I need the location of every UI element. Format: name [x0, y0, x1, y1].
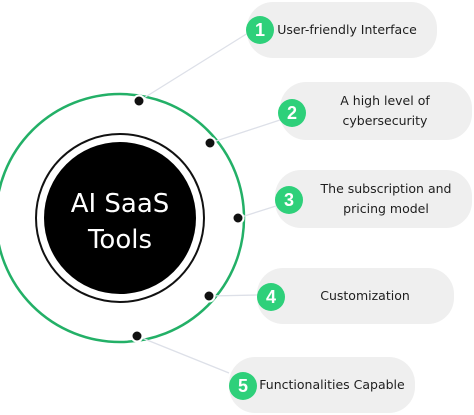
item-pill-2 — [280, 82, 472, 140]
connector-line-1 — [138, 32, 249, 102]
item-number-badge-2: 2 — [278, 99, 306, 127]
item-label-3-line-2: pricing model — [343, 201, 429, 216]
ring-dot-4 — [202, 289, 216, 303]
ring-dot-2 — [203, 136, 217, 150]
item-label-4-text: Customization — [320, 288, 410, 303]
item-pill-3 — [275, 170, 472, 228]
item-label-1: User-friendly Interface — [272, 2, 422, 58]
item-label-5-text: Functionalities Capable — [259, 377, 405, 392]
item-number-badge-3: 3 — [275, 186, 303, 214]
item-label-3: The subscription and pricing model — [306, 170, 466, 228]
item-number-badge-5: 5 — [229, 372, 257, 400]
item-label-2-line-2: cybersecurity — [342, 113, 428, 128]
item-label-3-line-1: The subscription and — [320, 181, 452, 196]
ring-dot-5 — [130, 329, 144, 343]
connector-line-4 — [208, 294, 258, 297]
item-pill-4 — [257, 268, 454, 324]
item-label-2-line-1: A high level of — [340, 93, 430, 108]
item-pill-1 — [247, 2, 437, 58]
ring-dot-1 — [132, 94, 146, 108]
center-disc — [44, 142, 196, 294]
connector-line-3 — [237, 205, 277, 219]
inner-ring — [35, 133, 205, 303]
item-label-2: A high level of cybersecurity — [310, 82, 460, 140]
ring-dot-3 — [231, 211, 245, 225]
item-number-badge-4: 4 — [257, 283, 285, 311]
item-label-5: Functionalities Capable — [257, 357, 407, 413]
item-label-4: Customization — [290, 268, 440, 324]
connector-line-2 — [209, 119, 281, 144]
item-label-1-text: User-friendly Interface — [277, 22, 417, 37]
connector-line-5 — [136, 335, 230, 374]
item-number-badge-1: 1 — [246, 16, 274, 44]
item-pill-5 — [229, 357, 415, 413]
